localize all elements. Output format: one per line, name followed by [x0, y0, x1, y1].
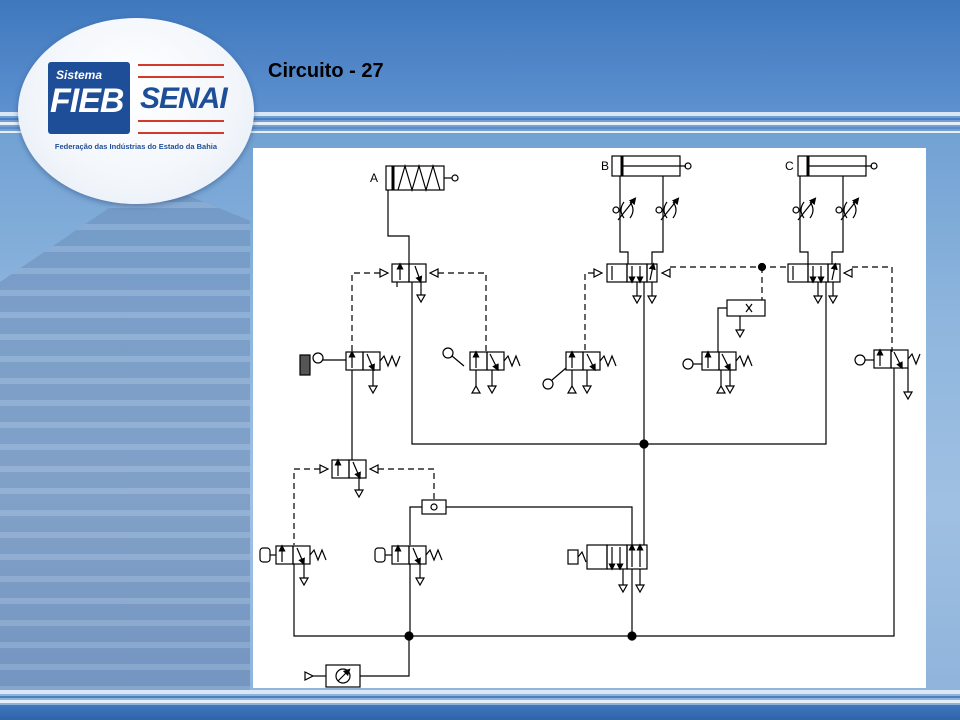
cylinder-b: B	[601, 155, 692, 177]
line-to-service-unit	[360, 636, 410, 677]
pneumatic-circuit-diagram: A B C	[253, 148, 926, 688]
pilot-line-a-left	[351, 272, 380, 352]
limit-valve-roller-left	[299, 350, 401, 395]
logo-subtitle: Federação das Indústrias do Estado da Ba…	[54, 142, 218, 151]
cylinder-b-label: B	[601, 159, 609, 173]
footer-band	[0, 705, 960, 720]
main-valve-5-2	[567, 543, 648, 594]
pushbutton-valve-start	[259, 544, 327, 587]
header-stripe	[0, 127, 960, 129]
pilot-line-memory-left	[293, 468, 320, 545]
memory-valve	[319, 458, 379, 499]
junction-node	[627, 631, 637, 641]
limit-valve-roller-c	[854, 348, 921, 401]
circuit-svg: A B C	[259, 155, 921, 688]
background-building	[0, 180, 250, 690]
service-unit-frl	[304, 664, 361, 688]
valve-c-main	[787, 262, 853, 305]
valve-a-pilot	[379, 262, 439, 304]
supply-bus-lower	[293, 368, 895, 637]
fieb-logo-box	[48, 62, 130, 134]
flow-control-valves-b	[612, 176, 680, 264]
cylinder-c: C	[785, 155, 878, 177]
logo-red-line	[138, 132, 224, 134]
logo-red-line	[138, 120, 224, 122]
shuttle-valve	[409, 499, 633, 545]
supply-bus-upper	[411, 282, 827, 445]
header-stripe	[0, 112, 960, 116]
valve-b-main	[593, 262, 671, 305]
pilot-line-memory-right	[378, 468, 435, 500]
pushbutton-valve-stop	[374, 544, 443, 587]
footer-stripe	[0, 696, 960, 698]
pilot-line-a-right	[438, 272, 487, 352]
logo-red-line	[138, 76, 224, 78]
limit-valve-roller-timer	[682, 330, 753, 395]
cylinder-a: A	[370, 163, 459, 193]
limit-valve-roller-a	[442, 347, 521, 395]
pilot-line-c-right	[852, 266, 893, 352]
footer-stripe	[0, 700, 960, 703]
slide-title: Circuito - 27	[268, 60, 384, 82]
header-stripe	[0, 122, 960, 125]
cylinder-a-label: A	[370, 171, 378, 185]
cylinder-c-label: C	[785, 159, 794, 173]
fieb-senai-logo: Sistema FIEB SENAI Federação das Indústr…	[18, 18, 254, 204]
line-a-to-valve	[387, 190, 410, 264]
header-stripe	[0, 131, 960, 133]
logo-fieb-text: FIEB	[50, 82, 124, 120]
limit-valve-roller-b	[542, 350, 617, 395]
timer-element	[717, 299, 766, 339]
header-stripe	[0, 118, 960, 120]
footer-stripe	[0, 690, 960, 694]
logo-sistema-text: Sistema	[56, 68, 103, 82]
pilot-line-b-left	[584, 272, 594, 352]
flow-control-valves-c	[792, 176, 860, 264]
logo-red-line	[138, 64, 224, 66]
logo-senai-text: SENAI	[140, 82, 228, 115]
